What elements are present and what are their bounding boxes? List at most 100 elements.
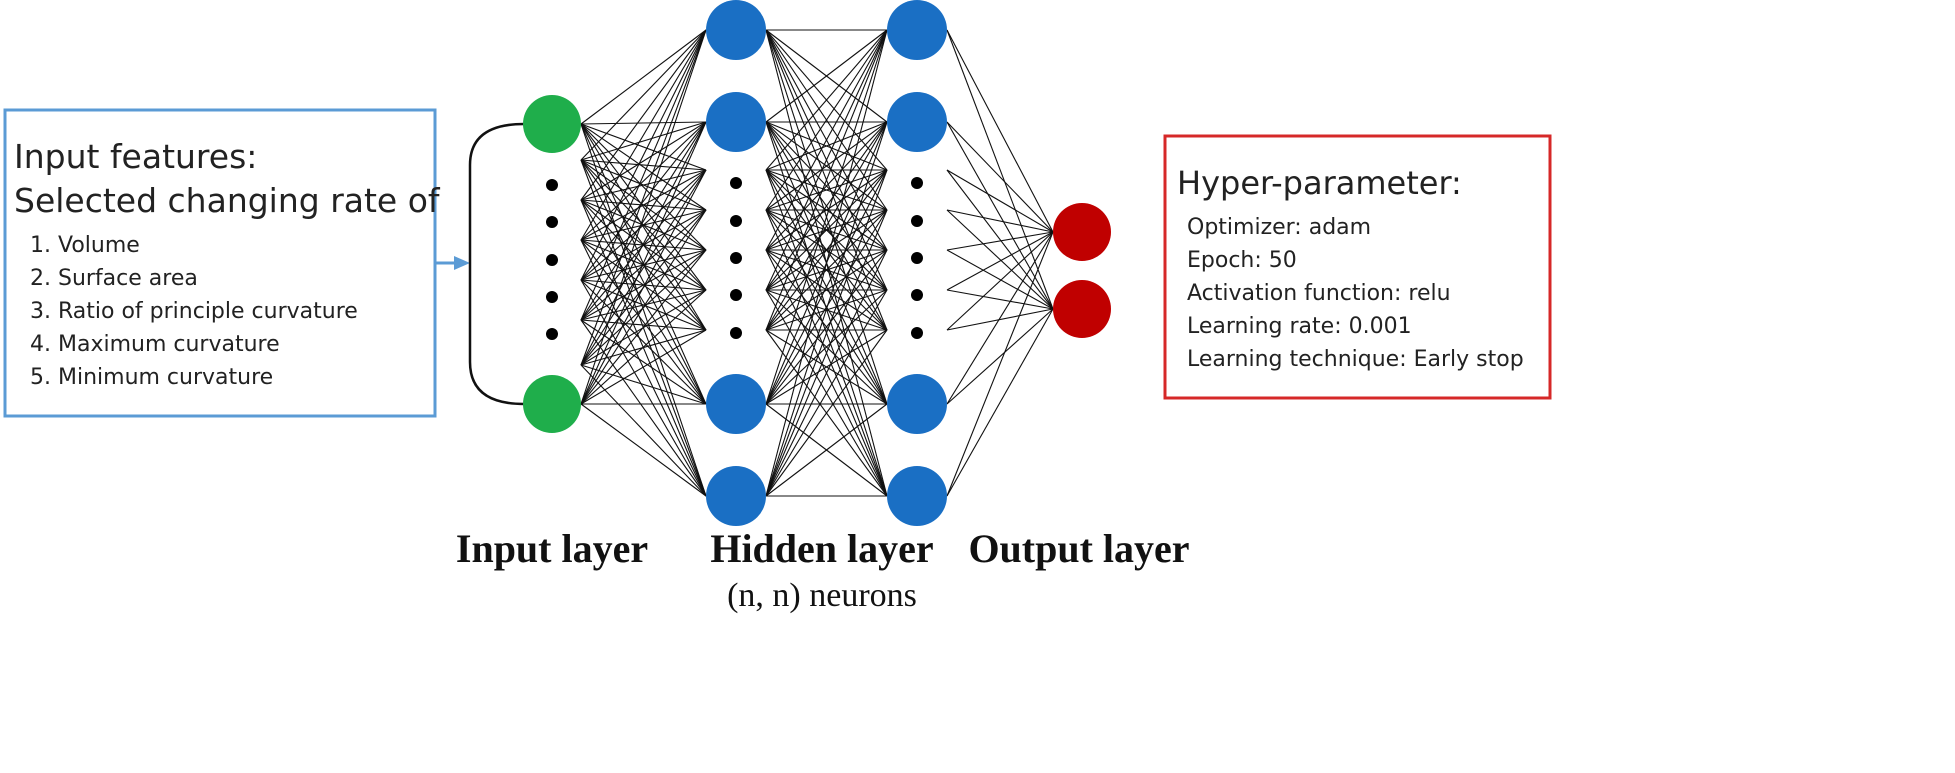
connection-edge [765, 329, 888, 497]
hyper-parameter-item: Learning technique: Early stop [1187, 347, 1524, 372]
connection-edge [580, 209, 707, 321]
connection-edge [946, 209, 1054, 310]
connection-edge [580, 121, 707, 405]
connection-edge [580, 329, 707, 405]
connection-edge [946, 308, 1054, 405]
connection-edge [580, 279, 707, 497]
connection-edge [765, 289, 888, 497]
connection-edge [765, 169, 888, 211]
connection-edge [580, 121, 707, 125]
connection-edge [580, 209, 707, 405]
connection-edge [946, 231, 1054, 331]
connection-edge [765, 29, 888, 171]
network-nodes [523, 0, 1111, 526]
connection-edge [580, 29, 707, 125]
hidden-node [706, 92, 766, 152]
hidden-layer-sublabel: (n, n) neurons [727, 577, 917, 614]
hyper-parameter-title: Hyper-parameter: [1177, 164, 1462, 202]
connection-edge [946, 308, 1054, 331]
connection-edge [580, 169, 707, 405]
connection-edge [580, 121, 707, 161]
connection-edge [580, 169, 707, 281]
output-layer-label: Output layer [968, 526, 1189, 571]
connection-edge [946, 121, 1054, 310]
connection-edge [580, 121, 707, 201]
input-layer-label: Input layer [456, 526, 648, 571]
connection-edge [580, 29, 707, 321]
connection-edge [946, 249, 1054, 310]
ellipsis-dot [546, 179, 558, 191]
connection-edge [580, 29, 707, 281]
connection-edge [765, 249, 888, 331]
connection-edge [580, 249, 707, 405]
ellipsis-dot [730, 177, 742, 189]
connection-edge [765, 169, 888, 331]
connection-edge [580, 169, 707, 321]
connection-edge [580, 29, 707, 201]
connection-edge [580, 319, 707, 497]
connection-edge [765, 29, 888, 331]
connection-edge [765, 209, 888, 331]
connection-edge [765, 329, 888, 405]
input-feature-item: 5. Minimum curvature [30, 365, 273, 390]
hyper-parameter-box-border [1163, 134, 1552, 400]
connection-edge [580, 319, 707, 331]
connection-edge [946, 231, 1054, 291]
connection-edge [946, 169, 1054, 310]
hyper-parameter-box: Hyper-parameter: Optimizer: adam Epoch: … [1163, 134, 1552, 400]
connection-edge [580, 29, 707, 241]
input-feature-item: 4. Maximum curvature [30, 332, 280, 357]
connection-edge [580, 169, 707, 366]
hyper-parameter-item: Activation function: relu [1187, 281, 1451, 306]
input-features-box: Input features: Selected changing rate o… [3, 108, 441, 418]
connection-edge [580, 289, 707, 405]
ellipsis-dot [546, 216, 558, 228]
input-node [523, 375, 581, 433]
connection-edge [580, 29, 707, 161]
hidden-node [887, 374, 947, 434]
connection-edge [946, 121, 1054, 233]
connection-edge [580, 123, 707, 331]
connection-edge [765, 121, 888, 331]
connection-edge [580, 289, 707, 321]
connection-edge [580, 199, 707, 405]
connection-edge [580, 403, 707, 497]
connection-edge [580, 364, 707, 497]
connection-edge [765, 121, 888, 251]
ellipsis-dots [546, 177, 923, 340]
connection-edge [765, 29, 888, 405]
connection-edge [765, 169, 888, 291]
connection-edge [580, 279, 707, 405]
hidden-node [706, 466, 766, 526]
ellipsis-dot [911, 177, 923, 189]
connection-edge [765, 29, 888, 211]
connection-edge [580, 169, 707, 201]
connection-edge [580, 29, 707, 405]
connection-edge [765, 121, 888, 291]
connection-edge [765, 29, 888, 291]
connection-edge [765, 249, 888, 497]
ellipsis-dot [546, 291, 558, 303]
connection-edge [946, 231, 1054, 497]
ellipsis-dot [911, 289, 923, 301]
ellipsis-dot [730, 215, 742, 227]
connection-edge [580, 239, 707, 405]
connection-edge [946, 29, 1054, 233]
connection-edge [580, 319, 707, 405]
connection-edge [765, 209, 888, 405]
ellipsis-dot [546, 254, 558, 266]
ellipsis-dot [730, 289, 742, 301]
input-features-subtitle: Selected changing rate of [14, 181, 441, 220]
input-arrow-head [454, 256, 470, 270]
connection-edge [946, 308, 1054, 497]
input-features-title: Input features: [14, 137, 257, 176]
hidden-node [706, 374, 766, 434]
connection-edge [765, 121, 888, 497]
hidden-node [706, 0, 766, 60]
connection-edge [580, 239, 707, 497]
connection-edge [580, 121, 707, 241]
hyper-parameter-item: Learning rate: 0.001 [1187, 314, 1412, 339]
connection-edge [765, 289, 888, 405]
connection-edge [580, 159, 707, 405]
